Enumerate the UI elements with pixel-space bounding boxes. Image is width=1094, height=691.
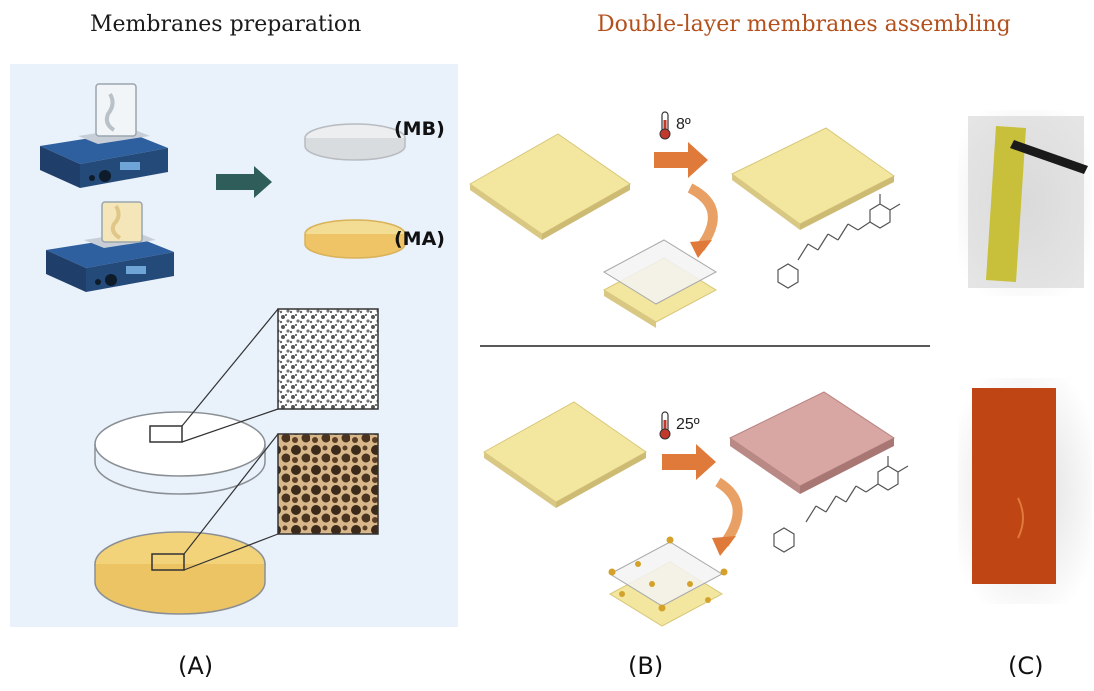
arrow-icon — [654, 142, 708, 178]
section-title-double-layer-assembling: Double-layer membranes assembling — [597, 12, 1011, 37]
arrow-icon — [712, 477, 743, 556]
panel-label-b: (B) — [628, 652, 664, 680]
dish-label-mb: (MB) — [394, 118, 445, 140]
photo-yellow-membrane — [958, 110, 1092, 296]
petri-dish-icon — [94, 531, 266, 615]
magnetic-stirrer-icon — [40, 128, 168, 188]
thermometer-icon — [659, 411, 671, 440]
curcumin-molecule-icon — [773, 456, 909, 553]
dish-label-ma: (MA) — [394, 228, 445, 250]
zoom-inset-mb — [181, 308, 379, 443]
membrane-yellow — [483, 401, 647, 508]
petri-dish-icon — [304, 123, 406, 161]
membrane-stack-with-particles — [608, 536, 728, 627]
zoom-inset-ma — [183, 433, 379, 571]
panel-label-c: (C) — [1008, 652, 1044, 680]
arrow-icon — [687, 183, 718, 258]
arrow-icon — [662, 444, 716, 480]
petri-dish-icon — [304, 219, 406, 259]
panel-label-a: (A) — [178, 652, 214, 680]
membrane-yellow — [731, 127, 895, 230]
section-title-membranes-preparation: Membranes preparation — [90, 12, 362, 37]
thermometer-icon — [659, 111, 671, 140]
beaker-icon — [95, 83, 137, 137]
photo-orange-membrane — [958, 378, 1092, 604]
temperature-label-top: 8º — [676, 116, 691, 133]
curcumin-molecule-icon — [777, 194, 901, 289]
membrane-pink — [729, 391, 895, 494]
arrow-icon — [216, 166, 272, 198]
membrane-stack — [602, 239, 718, 328]
temperature-label-bottom: 25º — [676, 416, 700, 433]
petri-dish-icon — [94, 411, 266, 495]
panel-b-illustration — [469, 111, 930, 627]
beaker-icon — [101, 201, 143, 243]
membrane-yellow — [469, 133, 631, 240]
panel-a-illustration — [40, 83, 406, 615]
